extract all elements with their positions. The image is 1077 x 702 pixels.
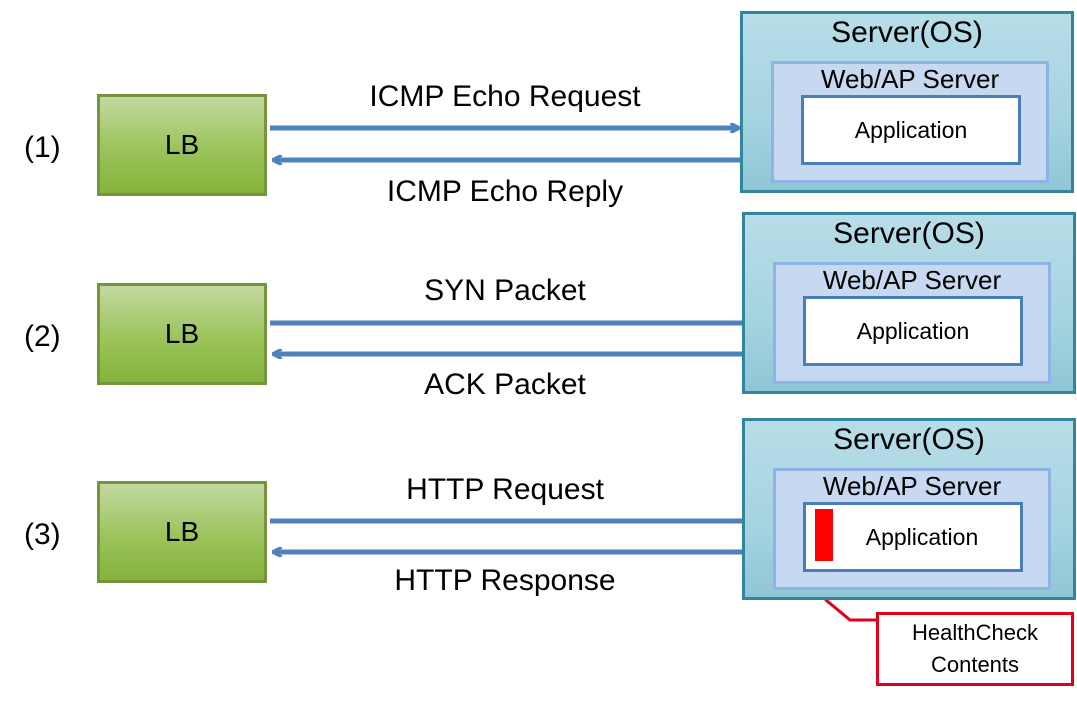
reply-label-2: ACK Packet [424,368,586,401]
healthcheck-label-line2: Contents [930,652,1020,677]
lb-label-1: LB [164,129,200,160]
request-label-1: ICMP Echo Request [369,80,641,113]
application-box-1: Application [801,95,1021,165]
server-os-box-2: Server(OS) Web/AP Server Application [742,212,1076,394]
web-ap-server-label-1: Web/AP Server [820,64,1000,94]
request-label-3: HTTP Request [406,473,604,506]
web-ap-server-label-2: Web/AP Server [822,265,1002,295]
lb-box-2: LB [97,283,267,385]
server-os-label-3: Server(OS) [833,423,985,456]
web-ap-server-label-3: Web/AP Server [822,471,1002,501]
lb-label-2: LB [164,318,200,349]
server-os-box-3: Server(OS) Web/AP Server Application [742,418,1076,600]
application-label-3: Application [865,523,979,550]
web-ap-server-box-3: Web/AP Server Application [773,468,1051,590]
reply-label-3: HTTP Response [394,564,616,597]
healthcheck-callout: HealthCheck Contents [876,612,1074,686]
request-label-2: SYN Packet [424,274,586,307]
application-label-1: Application [854,116,968,143]
web-ap-server-box-2: Web/AP Server Application [773,262,1051,384]
healthcheck-label-line1: HealthCheck [912,620,1038,645]
reply-label-1: ICMP Echo Reply [386,175,624,208]
healthcheck-marker [815,509,833,561]
step-label-2: (2) [24,320,61,353]
lb-box-1: LB [97,94,267,196]
lb-label-3: LB [164,516,200,547]
lb-box-3: LB [97,481,267,583]
server-os-label-1: Server(OS) [831,16,983,49]
step-label-1: (1) [24,131,61,164]
application-box-3: Application [803,502,1023,572]
application-label-2: Application [856,317,970,344]
server-os-label-2: Server(OS) [833,217,985,250]
application-box-2: Application [803,296,1023,366]
web-ap-server-box-1: Web/AP Server Application [771,61,1049,183]
server-os-box-1: Server(OS) Web/AP Server Application [740,11,1074,193]
step-label-3: (3) [24,518,61,551]
